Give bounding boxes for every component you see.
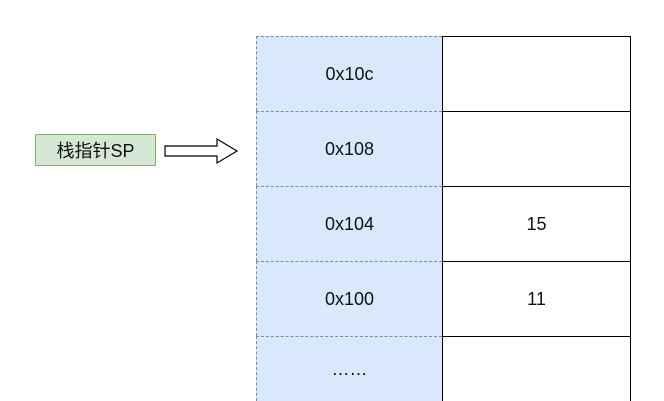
stack-pointer-label: 栈指针SP <box>35 134 156 166</box>
stack-row: 0x104 15 <box>256 186 631 261</box>
pointer-arrow-icon <box>164 137 239 165</box>
stack-address-cell: 0x108 <box>256 111 442 186</box>
stack-value-cell: 15 <box>442 186 631 261</box>
stack-address-cell: 0x100 <box>256 261 442 336</box>
stack-value-cell <box>442 336 631 401</box>
stack-row: 0x108 <box>256 111 631 186</box>
stack-memory-table: 0x10c 0x108 0x104 15 0x100 11 …… <box>256 36 631 401</box>
stack-row: 0x10c <box>256 36 631 111</box>
stack-row: …… <box>256 336 631 401</box>
stack-value-cell <box>442 36 631 111</box>
stack-address-cell: 0x104 <box>256 186 442 261</box>
stack-pointer-text: 栈指针SP <box>56 141 135 161</box>
stack-value-cell <box>442 111 631 186</box>
stack-address-cell: …… <box>256 336 442 401</box>
stack-address-cell: 0x10c <box>256 36 442 111</box>
stack-value-cell: 11 <box>442 261 631 336</box>
stack-row: 0x100 11 <box>256 261 631 336</box>
